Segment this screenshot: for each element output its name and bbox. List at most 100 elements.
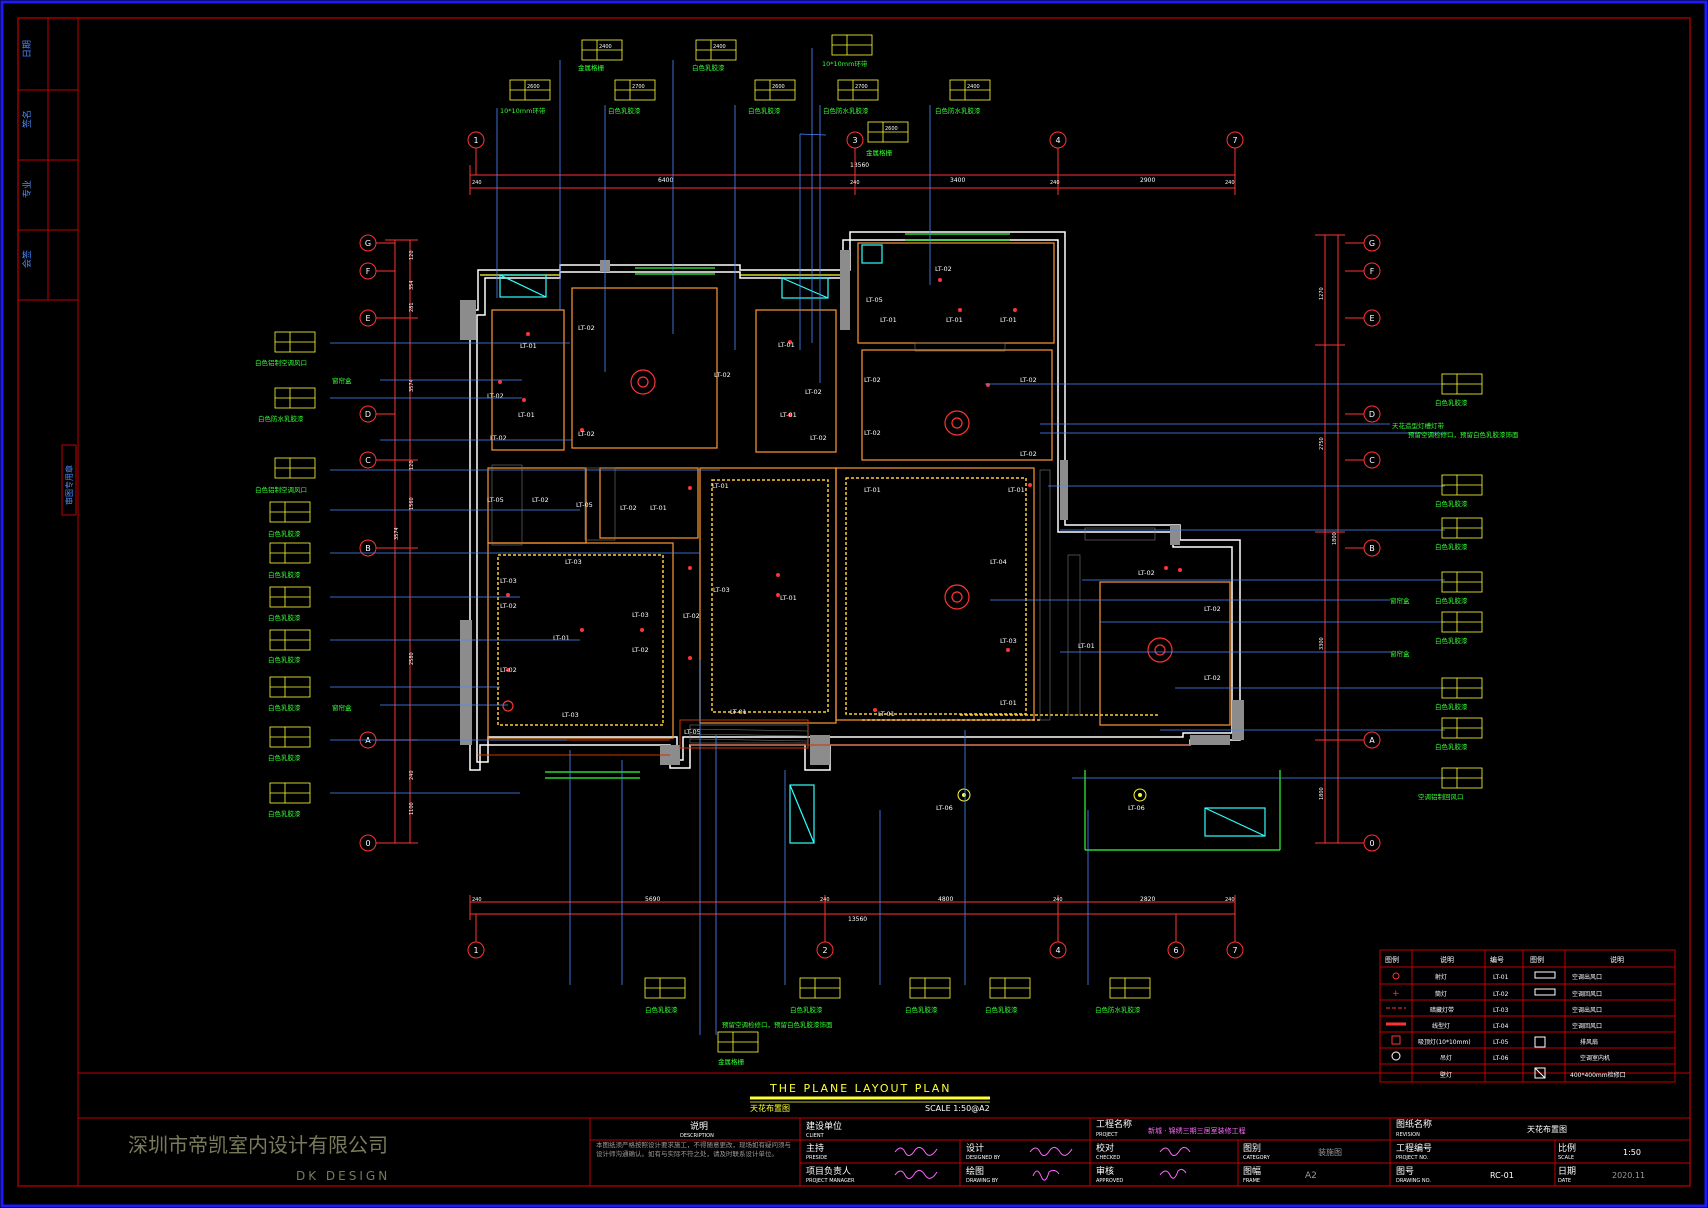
svg-text:白色乳胶漆: 白色乳胶漆 (1435, 542, 1468, 551)
svg-text:2600: 2600 (527, 84, 540, 90)
signature-3 (894, 1169, 938, 1179)
svg-text:2700: 2700 (855, 84, 868, 90)
svg-text:LT-03: LT-03 (1493, 1007, 1509, 1014)
svg-text:LT-02: LT-02 (1020, 376, 1037, 384)
svg-text:10*10mm环带: 10*10mm环带 (822, 60, 868, 68)
svg-text:2400: 2400 (599, 44, 612, 50)
svg-text:240: 240 (1050, 180, 1060, 186)
svg-text:120: 120 (409, 460, 415, 470)
svg-text:主持: 主持 (806, 1142, 824, 1154)
svg-text:说明: 说明 (1610, 955, 1624, 964)
svg-text:LT-02: LT-02 (632, 646, 649, 654)
svg-text:LT-02: LT-02 (1493, 991, 1509, 998)
svg-text:LT-01: LT-01 (553, 634, 570, 642)
svg-text:2580: 2580 (409, 652, 415, 665)
pendant-light-4 (1147, 637, 1173, 663)
svg-text:LT-01: LT-01 (780, 594, 797, 602)
svg-text:LT-02: LT-02 (578, 324, 595, 332)
svg-text:空调出风口: 空调出风口 (1572, 973, 1602, 981)
svg-text:A: A (365, 736, 371, 745)
svg-text:PRESIDE: PRESIDE (806, 1155, 827, 1161)
svg-text:LT-03: LT-03 (500, 577, 517, 585)
svg-text:LT-01: LT-01 (650, 504, 667, 512)
svg-text:6400: 6400 (658, 177, 673, 184)
svg-text:预留空调检修口，预留白色乳胶漆饰面: 预留空调检修口，预留白色乳胶漆饰面 (1408, 430, 1519, 439)
pendant-light-3 (944, 584, 970, 610)
svg-text:排风扇: 排风扇 (1580, 1038, 1598, 1046)
svg-text:PROJECT: PROJECT (1096, 1132, 1119, 1138)
company-name-cn: 深圳市帝凯室内设计有限公司 (128, 1133, 388, 1157)
svg-text:LT-02: LT-02 (864, 376, 881, 384)
tags-right (1441, 373, 1483, 789)
svg-text:金属格栅: 金属格栅 (718, 1057, 745, 1066)
company-name-en: DK DESIGN (296, 1169, 390, 1183)
svg-text:白色乳胶漆: 白色乳胶漆 (645, 1005, 678, 1014)
svg-text:1: 1 (473, 136, 478, 145)
svg-text:LT-03: LT-03 (565, 558, 582, 566)
svg-text:DESCRIPTION: DESCRIPTION (680, 1133, 714, 1139)
svg-text:白色乳胶漆: 白色乳胶漆 (1435, 636, 1468, 645)
strip-side-label: 审图专用章 (64, 465, 74, 505)
leader-lines (330, 48, 1450, 1035)
svg-text:D: D (1369, 410, 1375, 419)
svg-text:预留空调检修口，预留白色乳胶漆饰面: 预留空调检修口，预留白色乳胶漆饰面 (722, 1020, 833, 1029)
pendant-light-1 (630, 369, 656, 395)
svg-text:线型灯: 线型灯 (1432, 1022, 1450, 1030)
svg-text:354: 354 (409, 280, 415, 290)
svg-text:13560: 13560 (850, 162, 869, 169)
svg-text:7: 7 (1232, 136, 1237, 145)
svg-text:PROJECT MANAGER: PROJECT MANAGER (806, 1178, 855, 1184)
svg-text:3: 3 (852, 136, 857, 145)
svg-text:图号: 图号 (1396, 1166, 1414, 1177)
svg-text:CATEGORY: CATEGORY (1243, 1155, 1271, 1161)
ceiling-outlines (487, 242, 1231, 739)
svg-text:2750: 2750 (1319, 437, 1325, 450)
svg-text:项目负责人: 项目负责人 (806, 1165, 851, 1177)
svg-text:LT-05: LT-05 (1493, 1039, 1509, 1046)
svg-text:240: 240 (472, 180, 482, 186)
svg-text:LT-02: LT-02 (500, 666, 517, 674)
svg-text:窗帘盒: 窗帘盒 (332, 703, 352, 712)
svg-text:1100: 1100 (409, 802, 415, 815)
svg-text:空调回风口: 空调回风口 (1572, 1022, 1602, 1030)
svg-text:LT-06: LT-06 (936, 804, 953, 812)
svg-text:LT-01: LT-01 (1078, 642, 1095, 650)
svg-text:LT-01: LT-01 (1000, 699, 1017, 707)
svg-text:5690: 5690 (645, 896, 660, 903)
svg-text:白色防水乳胶漆: 白色防水乳胶漆 (258, 414, 304, 423)
svg-text:日期: 日期 (1558, 1166, 1576, 1177)
svg-text:LT-02: LT-02 (532, 496, 549, 504)
svg-text:LT-05: LT-05 (684, 728, 701, 736)
svg-text:LT-01: LT-01 (878, 710, 895, 718)
svg-text:2900: 2900 (1140, 177, 1155, 184)
tb-date-value: 2020.11 (1612, 1171, 1645, 1180)
svg-text:240: 240 (820, 897, 830, 903)
tb-frame-value: A2 (1305, 1171, 1317, 1181)
svg-text:白色防水乳胶漆: 白色防水乳胶漆 (935, 106, 981, 115)
svg-text:CLIENT: CLIENT (806, 1133, 825, 1139)
svg-text:白色乳胶漆: 白色乳胶漆 (1435, 596, 1468, 605)
svg-text:LT-02: LT-02 (1138, 569, 1155, 577)
svg-text:空调回风口: 空调回风口 (1572, 990, 1602, 998)
svg-text:PROJECT NO.: PROJECT NO. (1396, 1155, 1429, 1161)
svg-text:0: 0 (1369, 839, 1374, 848)
svg-text:LT-06: LT-06 (1493, 1055, 1509, 1062)
tags-bottom (644, 977, 1151, 1053)
svg-text:DRAWING NO.: DRAWING NO. (1396, 1178, 1431, 1184)
svg-text:3574: 3574 (394, 527, 400, 540)
svg-text:C: C (1369, 456, 1375, 465)
svg-text:说明: 说明 (1440, 955, 1454, 964)
svg-text:2400: 2400 (967, 84, 980, 90)
svg-text:CHECKED: CHECKED (1096, 1155, 1120, 1161)
svg-text:FRAME: FRAME (1243, 1178, 1260, 1184)
svg-text:天花造型灯槽灯带: 天花造型灯槽灯带 (1392, 421, 1445, 430)
svg-text:白色乳胶漆: 白色乳胶漆 (268, 529, 301, 538)
svg-text:射灯: 射灯 (1435, 973, 1447, 981)
svg-text:筒灯: 筒灯 (1435, 990, 1447, 998)
drawing-scale: SCALE 1:50@A2 (925, 1104, 990, 1113)
svg-text:2600: 2600 (885, 126, 898, 132)
strip-label-sign: 签名 (21, 110, 33, 128)
svg-text:LT-01: LT-01 (880, 316, 897, 324)
svg-text:LT-02: LT-02 (1204, 605, 1221, 613)
svg-text:240: 240 (1225, 897, 1235, 903)
